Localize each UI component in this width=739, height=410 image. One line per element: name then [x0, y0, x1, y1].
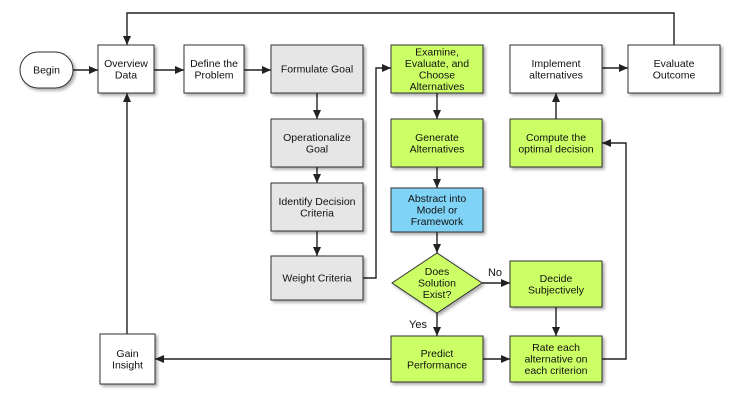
arrow-evaluate-to-overview	[123, 12, 675, 45]
node-overview-label: Overview	[104, 58, 148, 70]
node-rate-label: Rate each	[532, 342, 580, 354]
node-begin: Begin	[19, 51, 74, 89]
node-define-label: Problem	[194, 69, 233, 81]
node-operational-label: Goal	[306, 143, 328, 155]
node-predict-label: Predict	[421, 348, 454, 360]
node-predict-shape	[390, 335, 484, 383]
node-compute-label: Compute the	[526, 132, 586, 144]
node-abstract-label: Abstract into	[408, 193, 467, 205]
node-generate-label: Generate	[415, 132, 459, 144]
node-rate-label: alternative on	[524, 354, 587, 366]
node-compute-label: optimal decision	[518, 143, 593, 155]
node-operational-label: Operationalize	[283, 132, 351, 144]
node-begin-shape	[19, 51, 74, 89]
node-solution-label: Exist?	[423, 289, 452, 301]
node-weight-shape	[270, 255, 364, 301]
node-overview-shape	[97, 44, 155, 94]
node-generate-shape	[390, 118, 484, 168]
node-define-shape	[183, 44, 245, 94]
node-compute-shape	[509, 118, 603, 168]
node-examine-label: Examine,	[415, 46, 459, 58]
node-decide-label: Decide	[540, 273, 573, 285]
node-gain-label: Gain	[116, 348, 138, 360]
arrow-rate-to-compute	[602, 139, 627, 360]
node-solution-shape	[391, 252, 483, 314]
node-implement-label: alternatives	[529, 69, 583, 81]
node-abstract-label: Model or	[417, 205, 458, 217]
node-generate-label: Alternatives	[410, 143, 465, 155]
node-decide-shape	[509, 260, 603, 308]
node-predict-label: Performance	[407, 359, 467, 371]
node-rate-shape	[509, 335, 603, 383]
node-decide-label: Subjectively	[528, 284, 585, 296]
node-abstract-shape	[390, 187, 484, 233]
node-evaluate-shape	[627, 44, 721, 94]
node-gain-label: Insight	[112, 359, 143, 371]
node-examine-label: Choose	[419, 69, 455, 81]
node-weight-label: Weight Criteria	[282, 273, 351, 285]
node-weight: Weight Criteria	[270, 255, 364, 301]
node-overview-label: Data	[115, 69, 137, 81]
node-identify-shape	[270, 182, 364, 232]
node-implement-label: Implement	[531, 58, 580, 70]
node-examine-shape	[390, 44, 484, 94]
node-gain-shape	[99, 333, 156, 385]
node-begin-label: Begin	[33, 65, 60, 77]
connectors	[73, 12, 675, 363]
node-formulate: Formulate Goal	[270, 44, 364, 94]
node-identify-label: Identify Decision	[278, 196, 355, 208]
node-evaluate-label: Evaluate	[654, 58, 695, 70]
edge-label-no: No	[488, 267, 502, 279]
node-operational-shape	[270, 118, 364, 168]
node-abstract-label: Framework	[411, 216, 464, 228]
node-formulate-label: Formulate Goal	[281, 64, 353, 76]
node-evaluate-label: Outcome	[653, 69, 696, 81]
node-examine-label: Alternatives	[410, 81, 465, 93]
arrow-weight-to-examine	[363, 64, 391, 279]
node-solution-label: Does	[425, 266, 450, 278]
node-define-label: Define the	[190, 58, 238, 70]
node-rate-label: each criterion	[524, 365, 587, 377]
node-implement-shape	[509, 44, 603, 94]
node-identify-label: Criteria	[300, 207, 334, 219]
node-formulate-shape	[270, 44, 364, 94]
edge-label-yes: Yes	[409, 319, 427, 331]
node-examine-label: Evaluate, and	[405, 58, 469, 70]
node-solution-label: Solution	[418, 278, 456, 290]
